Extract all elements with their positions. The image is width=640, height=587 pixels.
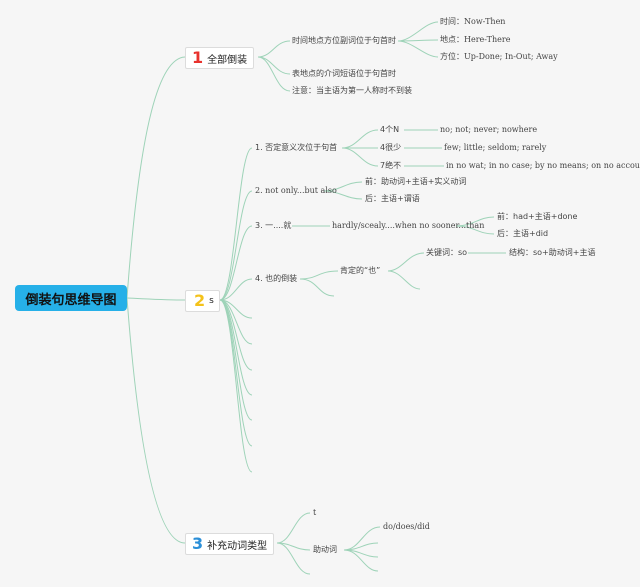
central-topic-label: 倒装句思维导图 [25,292,117,308]
b2-c2[interactable]: 2. not only...but also [255,186,337,195]
edge-b3-e1 [276,542,311,575]
b1-c2[interactable]: 表地点的介词短语位于句首时 [292,69,396,78]
edge-b2c4a-e1 [387,270,421,290]
b2-c3a2[interactable]: 后：主语+did [497,229,549,238]
edge-b2c1-a [341,129,379,149]
edge-b2-c2 [219,190,253,301]
edge-b2c1-c [341,147,379,167]
edge-central-b2 [126,297,186,301]
b1-c1c[interactable]: 方位：Up-Done; In-Out; Away [440,52,558,61]
edge-b2-c4 [219,278,253,301]
b1-c1a[interactable]: 时间：Now-Then [440,17,506,26]
b2-c1[interactable]: 1. 否定意义次位于句首 [255,143,338,152]
b3-c2a[interactable]: do/does/did [383,522,430,531]
edge-b2-c1 [219,147,253,301]
b2-c4a[interactable]: 肯定的“也” [340,266,381,275]
b2-c1a-value[interactable]: no; not; never; nowhere [440,125,538,134]
central-topic[interactable]: 倒装句思维导图 [15,285,127,311]
branch-3-node[interactable]: 3 补充动词类型 [185,533,275,555]
edge-b2c2-b [323,190,363,200]
b2-c3[interactable]: 3. 一....就 [255,221,292,230]
b2-c1b[interactable]: 4很少 [380,143,402,152]
edge-b2c4-a [299,270,339,280]
edge-b3c2-e3 [343,549,379,572]
edge-b2-c3 [219,225,253,301]
b2-c3a1[interactable]: 前：had+主语+done [497,212,578,221]
b2-c4a1[interactable]: 关键词：so [426,248,468,257]
b2-c4[interactable]: 4. 也的倒装 [255,274,298,283]
edge-b1-c3 [257,56,291,92]
b2-c1a[interactable]: 4个N [380,125,400,134]
edge-b2c3a-2 [455,225,495,235]
edge-central-b3 [126,297,186,544]
edge-b2-e5 [219,299,253,421]
edge-b2c4a-1 [387,252,425,272]
edge-b1-c2 [257,56,291,75]
branch-1-number: 1 [192,48,204,67]
branch-2-number: 2 [194,291,206,310]
b3-c2[interactable]: 助动词 [313,545,337,554]
b2-c3a[interactable]: hardly/scealy....when no sooner...than [332,221,485,230]
b3-c1[interactable]: t [313,508,317,517]
b1-c1[interactable]: 时间地点方位副词位于句首时 [292,36,396,45]
edge-b2-e7 [219,299,253,473]
edge-b1-c1 [257,40,291,58]
b2-c1c[interactable]: 7绝不 [380,161,402,170]
edge-central-b1 [126,56,186,299]
branch-3-label: 补充动词类型 [207,540,268,552]
b2-c4a1a[interactable]: 结构：so+助动词+主语 [509,248,596,257]
branch-3-number: 3 [192,534,204,553]
b2-c1b-value[interactable]: few; little; seldom; rarely [444,143,547,152]
branch-1-node[interactable]: 1 全部倒装 [185,47,255,69]
b1-c1b[interactable]: 地点：Here-There [440,35,511,44]
edge-b2c4-e1 [299,278,335,297]
edge-b1c1-a [397,21,439,42]
b1-c3[interactable]: 注意：当主语为第一人称时不到装 [292,86,412,95]
branch-1-label: 全部倒装 [207,54,248,66]
b2-c2a[interactable]: 前：助动词+主语+实义动词 [365,177,467,186]
branch-2-label: s [209,296,214,306]
edge-b3-c1 [276,512,311,544]
branch-2-node[interactable]: 2 s [185,290,220,312]
b2-c2b[interactable]: 后：主语+谓语 [365,194,420,203]
b2-c1c-value[interactable]: in no wat; in no case; by no means; on n… [446,161,640,170]
edge-b1c1-c [397,40,439,58]
